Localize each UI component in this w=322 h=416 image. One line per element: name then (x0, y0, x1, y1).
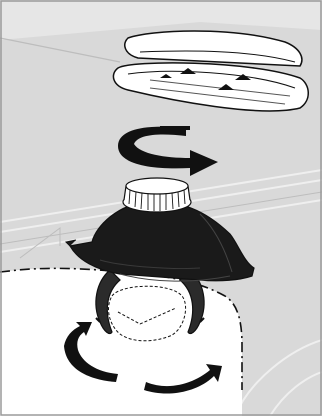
knob-top (126, 178, 188, 194)
